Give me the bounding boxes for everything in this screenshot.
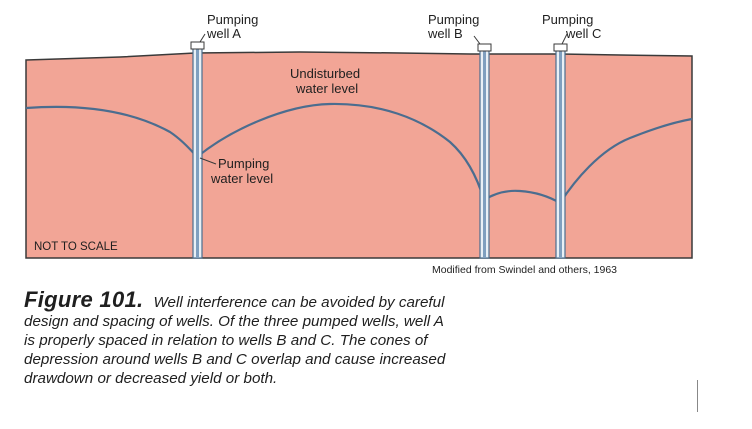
undisturbed-label-line2: water level <box>295 81 358 96</box>
pumping-well-c <box>553 43 568 259</box>
well-c-label-line2: well C <box>565 26 601 41</box>
well-a-label-line1: Pumping <box>207 12 258 27</box>
well-b-label-line1: Pumping <box>428 12 479 27</box>
caption-line-4: depression around wells B and C overlap … <box>24 351 446 368</box>
well-b-label-line2: well B <box>427 26 463 41</box>
source-credit: Modified from Swindel and others, 1963 <box>432 264 617 276</box>
well-a-leader <box>199 33 206 43</box>
caption-line-2: design and spacing of wells. Of the thre… <box>24 313 444 330</box>
pumping-level-leader <box>199 157 217 165</box>
aquifer-cross-section <box>25 51 693 259</box>
caption-line-5: drawdown or decreased yield or both. <box>24 370 278 387</box>
well-c-leader <box>561 33 568 45</box>
not-to-scale-label: NOT TO SCALE <box>34 241 118 253</box>
well-b-leader <box>473 35 481 45</box>
figure-number: Figure 101. <box>24 287 144 312</box>
undisturbed-label-line1: Undisturbed <box>290 66 360 81</box>
pumping-level-label-line1: Pumping <box>218 156 269 171</box>
figure-caption: Figure 101. Well interference can be avoi… <box>24 287 714 388</box>
water-level-curve <box>25 102 693 205</box>
caption-line-1: Well interference can be avoided by care… <box>153 294 445 311</box>
pumping-well-a <box>190 41 205 259</box>
scan-edge-mark <box>697 380 698 412</box>
pumping-well-b <box>477 43 492 259</box>
caption-line-3: is properly spaced in relation to wells … <box>24 332 428 349</box>
well-a-label-line2: well A <box>206 26 241 41</box>
well-c-label-line1: Pumping <box>542 12 593 27</box>
pumping-level-label-line2: water level <box>210 171 273 186</box>
